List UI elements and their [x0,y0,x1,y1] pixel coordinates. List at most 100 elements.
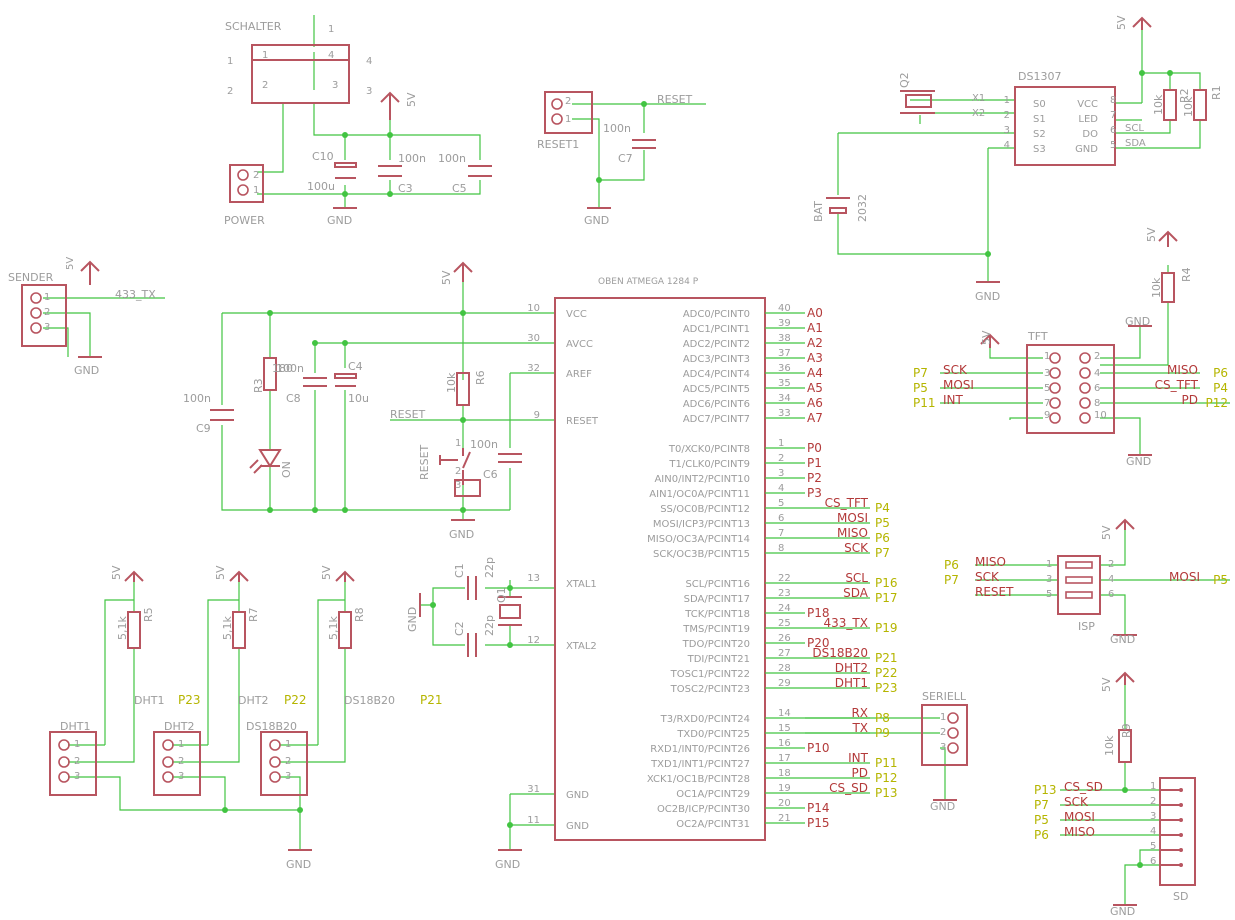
mcu-right-pin-name: AIN0/INT2/PCINT10 [654,474,750,485]
tft-right-port: P12 [1205,396,1228,410]
sd-port: P6 [1034,828,1049,842]
sd-pin-end [1179,788,1183,792]
mcu-right-pin-name: XCK1/OC1B/PCINT28 [647,774,750,785]
mcu-right-port-label: P16 [875,576,898,590]
seriell-pin3: 3 [940,742,946,753]
tft-pin-hole [1079,367,1091,379]
mcu-right-port-label: P23 [875,681,898,695]
mcu-right-pin-number: 27 [778,648,791,659]
tft-pin-hole [1049,382,1061,394]
r2-resistor [1163,89,1177,121]
isp-pin-pair [1065,576,1093,584]
mcu-right-pin-number: 1 [778,438,784,449]
isp-right-net: MOSI [1169,570,1200,584]
tft-pin-hole [1079,382,1091,394]
dht1-5v-label: 5V [110,565,123,580]
r3-label: R3 [252,378,265,393]
mcu-left-pin-name: GND [566,790,589,801]
reset1-connector [544,91,593,134]
c9-label: C9 [196,422,211,435]
tft-right-port: P6 [1213,366,1228,380]
mcu-right-net-label: P18 [807,606,830,620]
mcu-left-pin-name: AVCC [566,339,593,350]
tft-left-num: 5 [1044,383,1050,394]
mcu-right-pin-name: TMS/PCINT19 [682,624,750,635]
led-on-label: ON [280,461,293,478]
ds1307-right-pin-name: VCC [1077,99,1098,110]
isp-pin-pair [1065,591,1093,599]
dht2-label: DHT2 [164,720,194,733]
mcu-right-pin-name: ADC0/PCINT0 [683,309,750,320]
mcu-right-pin-number: 40 [778,303,791,314]
mcu-right-pin-name: T0/XCK0/PCINT8 [668,444,750,455]
mcu-right-net-label: 433_TX [824,616,868,630]
c6-label: C6 [483,468,498,481]
seriell-connector [921,704,968,766]
mcu-right-pin-number: 16 [778,738,791,749]
sender-pin1: 1 [44,292,50,303]
gnd-label-sd: GND [1110,905,1135,918]
sd-card-connector [1159,777,1196,886]
isp-right-num: 4 [1108,574,1114,585]
c3-value: 100n [398,152,426,165]
r7-resistor [232,611,246,649]
mcu-right-pin-name: ADC1/PCINT1 [683,324,750,335]
mcu-right-net-label: SCK [844,541,869,555]
sd-net: SCK [1064,795,1089,809]
ds18b20-sensor [260,731,308,796]
mcu-right-net-label: A0 [807,306,823,320]
reset-switch-icon [439,448,471,485]
tft-pin2: 2 [1094,351,1100,362]
power-pin1: 1 [253,185,259,196]
c10-label: C10 [312,150,334,163]
sd-net: MOSI [1064,810,1095,824]
gnd-label-seriell: GND [930,800,955,813]
mcu-right-pin-number: 18 [778,768,791,779]
tft-pin1: 1 [1044,351,1050,362]
ds1307-left-net: X1 [972,93,985,104]
power-connector [229,164,264,203]
mcu-right-pin-number: 20 [778,798,791,809]
mcu-right-pin-name: T1/CLK0/PCINT9 [668,459,750,470]
sd-port: P7 [1034,798,1049,812]
mcu-right-net-label: A7 [807,411,823,425]
tft-left-num: 7 [1044,398,1050,409]
c1-value: 22p [483,557,496,578]
sd-pin-end [1179,818,1183,822]
dht1-label: DHT1 [60,720,90,733]
r7-value: 5,1k [221,616,234,640]
ds1307-right-pin-number: 8 [1110,95,1116,106]
mcu-right-pin-number: 28 [778,663,791,674]
reset-switch-label: RESET [418,444,431,480]
mcu-left-pin-number: 32 [527,363,540,374]
isp-left-port: P6 [944,558,959,572]
ds1307-right-pin-name: LED [1078,114,1098,125]
mcu-right-net-label: MISO [837,526,868,540]
isp-connector [1057,555,1101,615]
mcu-right-net-label: P14 [807,801,830,815]
dht1-pin1: 1 [74,739,80,750]
gnd-label-reset: GND [584,214,609,227]
q2-label: Q2 [898,72,911,88]
tft-connector [1026,344,1115,434]
mcu-right-pin-name: TDI/PCINT21 [687,654,750,665]
c4-label: C4 [348,360,363,373]
sd-pin-end [1179,863,1183,867]
gnd-label-crystal: GND [406,607,419,632]
tft-pin-hole [1079,412,1091,424]
mcu-right-pin-number: 37 [778,348,791,359]
q1-label: Q1 [495,587,508,603]
isp-left-num: 1 [1046,559,1052,570]
schalter-pin1-inner: 1 [262,50,268,61]
c8-value: 100n [276,362,304,375]
ds1307-left-pin-name: S2 [1033,129,1046,140]
isp-5v-label: 5V [1100,525,1113,540]
tft-left-port: P11 [913,396,936,410]
tft-right-port: P4 [1213,381,1228,395]
c5-value: 100n [438,152,466,165]
tft-left-net: MOSI [943,378,974,392]
mcu-left-pin-name: GND [566,821,589,832]
ds1307-rtc-chip [1014,86,1116,166]
mcu-right-pin-number: 23 [778,588,791,599]
tft-right-net: MISO [1167,363,1198,377]
